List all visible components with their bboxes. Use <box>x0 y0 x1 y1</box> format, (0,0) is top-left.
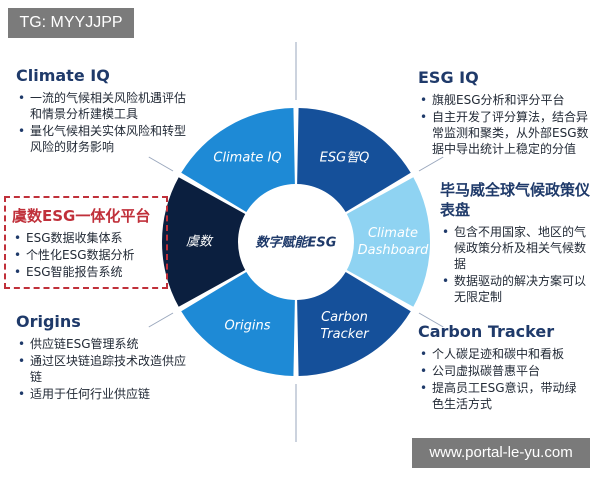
carbon-tracker-list: 个人碳足迹和碳中和看板 公司虚拟碳普惠平台 提高员工ESG意识，带动绿色生活方式 <box>418 346 588 412</box>
esg-iq-block: ESG IQ 旗舰ESG分析和评分平台 自主开发了评分算法，结合异常监测和聚类，… <box>418 68 590 158</box>
segment-label-climate-dashboard: Climate <box>368 226 418 241</box>
list-item: 量化气候相关实体风险和转型风险的财务影响 <box>16 123 191 155</box>
segment-label-yushu: 虞数 <box>186 235 214 250</box>
list-item: 一流的气候相关风险机遇评估和情景分析建模工具 <box>16 90 191 122</box>
climate-dashboard-title: 毕马威全球气候政策仪表盘 <box>440 181 591 219</box>
segment-climate-dashboard <box>346 177 430 307</box>
list-item: ESG数据收集体系 <box>12 230 160 246</box>
center-circle <box>240 186 352 298</box>
climate-iq-title: Climate IQ <box>16 66 110 85</box>
divider-line <box>148 156 174 172</box>
origins-block: Origins 供应链ESG管理系统 通过区块链追踪技术改造供应链 适用于任何行… <box>16 312 191 403</box>
list-item: 适用于任何行业供应链 <box>16 386 191 402</box>
esg-iq-list: 旗舰ESG分析和评分平台 自主开发了评分算法，结合异常监测和聚类，从外部ESG数… <box>418 92 590 157</box>
list-item: 通过区块链追踪技术改造供应链 <box>16 353 191 385</box>
divider-line <box>148 312 174 328</box>
segment-yushu <box>162 177 246 307</box>
yushu-platform-list: ESG数据收集体系 个性化ESG数据分析 ESG智能报告系统 <box>12 230 160 280</box>
list-item: 个人碳足迹和碳中和看板 <box>418 346 588 362</box>
segment-climate-iq <box>181 108 295 213</box>
segment-label-origins: Origins <box>224 319 270 334</box>
list-item: 数据驱动的解决方案可以无限定制 <box>440 273 592 305</box>
segment-label-climate-iq: Climate IQ <box>213 150 281 165</box>
climate-iq-list: 一流的气候相关风险机遇评估和情景分析建模工具 量化气候相关实体风险和转型风险的财… <box>16 90 191 155</box>
list-item: 公司虚拟碳普惠平台 <box>418 363 588 379</box>
divider-line <box>418 156 444 172</box>
segment-label-carbon-tracker: Tracker <box>320 327 370 342</box>
climate-dashboard-list: 包含不用国家、地区的气候政策分析及相关气候数据 数据驱动的解决方案可以无限定制 <box>440 224 592 305</box>
list-item: 自主开发了评分算法，结合异常监测和聚类，从外部ESG数据中导出统计上稳定的分值 <box>418 109 590 157</box>
list-item: 旗舰ESG分析和评分平台 <box>418 92 590 108</box>
list-item: 包含不用国家、地区的气候政策分析及相关气候数据 <box>440 224 592 272</box>
list-item: 个性化ESG数据分析 <box>12 247 160 263</box>
yushu-platform-block: 虞数ESG一体化平台 ESG数据收集体系 个性化ESG数据分析 ESG智能报告系… <box>4 196 168 289</box>
segment-origins <box>181 271 295 376</box>
watermark: www.portal-le-yu.com <box>412 438 590 468</box>
climate-dashboard-block: 毕马威全球气候政策仪表盘 包含不用国家、地区的气候政策分析及相关气候数据 数据驱… <box>440 180 592 306</box>
yushu-platform-title: 虞数ESG一体化平台 <box>12 207 151 225</box>
list-item: 供应链ESG管理系统 <box>16 336 191 352</box>
origins-title: Origins <box>16 312 81 331</box>
carbon-tracker-title: Carbon Tracker <box>418 322 555 341</box>
segment-esg-iq <box>297 108 411 213</box>
carbon-tracker-block: Carbon Tracker 个人碳足迹和碳中和看板 公司虚拟碳普惠平台 提高员… <box>418 322 588 413</box>
segment-carbon-tracker <box>297 271 411 376</box>
wheel-segments: Climate IQ ESG智Q ClimateDashboardCarbonTra… <box>162 108 430 376</box>
esg-iq-title: ESG IQ <box>418 68 479 87</box>
segment-label-climate-dashboard: Dashboard <box>358 243 430 258</box>
tg-badge: TG: MYYJJPP <box>8 8 134 38</box>
list-item: 提高员工ESG意识，带动绿色生活方式 <box>418 380 588 412</box>
segment-label-esg-iq: ESG智Q <box>320 150 370 165</box>
climate-iq-block: Climate IQ 一流的气候相关风险机遇评估和情景分析建模工具 量化气候相关… <box>16 66 191 156</box>
origins-list: 供应链ESG管理系统 通过区块链追踪技术改造供应链 适用于任何行业供应链 <box>16 336 191 402</box>
divider-line <box>418 312 444 328</box>
list-item: ESG智能报告系统 <box>12 264 160 280</box>
center-label: 数字赋能ESG <box>256 235 337 251</box>
divider-lines <box>148 42 444 442</box>
segment-label-carbon-tracker: Carbon <box>321 310 368 325</box>
